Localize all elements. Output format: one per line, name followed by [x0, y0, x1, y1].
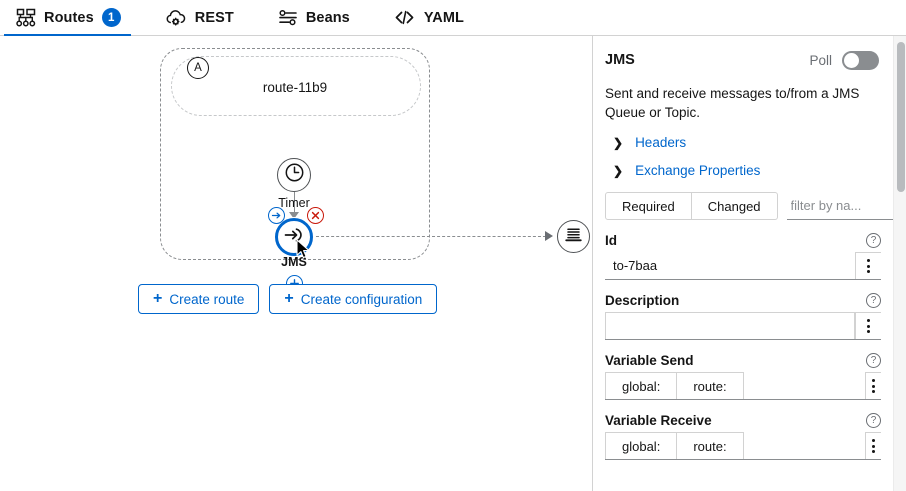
accordion-exchange-properties-label: Exchange Properties	[635, 163, 761, 178]
panel-scrollbar-track[interactable]	[893, 36, 906, 491]
tab-routes-label: Routes	[44, 9, 94, 26]
connector-jms-to-log	[316, 235, 546, 237]
log-document-icon	[564, 225, 583, 249]
variable-receive-global-segment[interactable]: global:	[605, 432, 678, 459]
tab-beans[interactable]: Beans	[276, 0, 366, 36]
panel-title: JMS	[605, 52, 635, 68]
routes-hierarchy-icon	[16, 8, 36, 27]
poll-control: Poll	[809, 50, 879, 70]
field-id-header: Id ?	[605, 233, 881, 248]
field-id-label: Id	[605, 233, 617, 248]
filter-changed-button[interactable]: Changed	[691, 192, 778, 220]
filter-toolbar: Required Changed	[605, 192, 893, 220]
tab-rest-label: REST	[194, 9, 234, 26]
panel-divider	[592, 36, 593, 491]
field-description-label: Description	[605, 293, 680, 308]
code-brackets-icon	[394, 8, 416, 27]
tab-routes[interactable]: Routes 1	[4, 0, 137, 37]
cloud-gear-icon	[165, 8, 187, 27]
help-icon[interactable]: ?	[866, 293, 881, 308]
create-configuration-label: Create configuration	[300, 291, 423, 307]
filter-required-button[interactable]: Required	[605, 192, 692, 220]
help-icon[interactable]: ?	[866, 353, 881, 368]
create-route-button[interactable]: + Create route	[138, 284, 260, 314]
field-variable-receive-input[interactable]	[743, 432, 866, 459]
field-variable-receive-kebab-menu[interactable]	[865, 432, 881, 459]
node-log[interactable]	[557, 220, 590, 253]
help-icon[interactable]: ?	[866, 233, 881, 248]
variable-send-global-segment[interactable]: global:	[605, 372, 678, 399]
variable-receive-route-segment[interactable]: route:	[677, 432, 744, 459]
poll-toggle-knob	[844, 52, 859, 68]
field-description-kebab-menu[interactable]	[855, 312, 881, 339]
plus-icon: +	[284, 290, 294, 307]
chevron-right-icon: ❯	[613, 163, 624, 178]
properties-panel: JMS Poll Sent and receive messages to/fr…	[593, 36, 893, 491]
node-jms-label: JMS	[281, 255, 307, 269]
tab-yaml-label: YAML	[423, 9, 465, 26]
route-title: route-11b9	[262, 80, 328, 95]
field-variable-send-kebab-menu[interactable]	[865, 372, 881, 399]
field-id-kebab-menu[interactable]	[855, 252, 881, 279]
poll-toggle[interactable]	[842, 50, 879, 70]
field-variable-receive-header: Variable Receive ?	[605, 413, 881, 428]
field-id-input[interactable]	[605, 252, 855, 279]
field-id-inputrow	[605, 252, 881, 280]
canvas-action-buttons: + Create route + Create configuration	[138, 284, 438, 314]
create-route-label: Create route	[169, 291, 245, 307]
sliders-icon	[278, 8, 298, 27]
field-variable-receive-inputrow: global: route:	[605, 432, 881, 460]
field-variable-send-label: Variable Send	[605, 353, 694, 368]
node-timer[interactable]	[277, 158, 311, 192]
arrow-into-icon	[283, 225, 305, 250]
field-description-input[interactable]	[605, 312, 855, 339]
accordion-headers[interactable]: ❯ Headers	[605, 135, 879, 150]
main-tabbar: Routes 1 REST	[0, 0, 906, 37]
connector-arrow-down-icon	[289, 212, 299, 219]
accordion-exchange-properties[interactable]: ❯ Exchange Properties	[605, 163, 879, 178]
variable-send-route-segment[interactable]: route:	[677, 372, 744, 399]
node-timer-label: Timer	[278, 196, 310, 210]
field-variable-send-input[interactable]	[743, 372, 866, 399]
field-variable-receive-label: Variable Receive	[605, 413, 712, 428]
field-description: Description ?	[605, 293, 881, 340]
panel-scrollbar-thumb[interactable]	[896, 42, 905, 192]
field-id: Id ?	[605, 233, 881, 280]
field-description-header: Description ?	[605, 293, 881, 308]
route-auto-badge: A	[187, 57, 209, 79]
route-canvas[interactable]: A route-11b9 Timer	[0, 36, 592, 491]
panel-header: JMS Poll	[605, 48, 879, 72]
chevron-right-icon: ❯	[613, 135, 624, 150]
field-variable-send-inputrow: global: route:	[605, 372, 881, 400]
field-variable-receive: Variable Receive ? global: route:	[605, 413, 881, 460]
delete-step-icon[interactable]	[307, 207, 324, 224]
field-description-inputrow	[605, 312, 881, 340]
panel-description: Sent and receive messages to/from a JMS …	[605, 86, 860, 120]
prepend-step-icon[interactable]	[268, 207, 285, 224]
create-configuration-button[interactable]: + Create configuration	[269, 284, 438, 314]
help-icon[interactable]: ?	[866, 413, 881, 428]
clock-icon	[284, 162, 305, 188]
filter-by-name-input[interactable]	[786, 192, 893, 220]
field-variable-send-header: Variable Send ?	[605, 353, 881, 368]
accordion-headers-label: Headers	[635, 135, 687, 150]
routes-count-badge: 1	[101, 8, 121, 27]
poll-label: Poll	[809, 52, 832, 68]
plus-icon: +	[153, 290, 163, 307]
tab-yaml[interactable]: YAML	[392, 0, 480, 36]
connector-timer-to-jms	[293, 192, 295, 218]
field-variable-send: Variable Send ? global: route:	[605, 353, 881, 400]
tab-beans-label: Beans	[305, 9, 350, 26]
node-jms[interactable]	[275, 218, 313, 256]
tab-rest[interactable]: REST	[163, 0, 250, 36]
connector-arrow-right-icon	[545, 231, 553, 241]
route-header-region	[171, 56, 421, 116]
